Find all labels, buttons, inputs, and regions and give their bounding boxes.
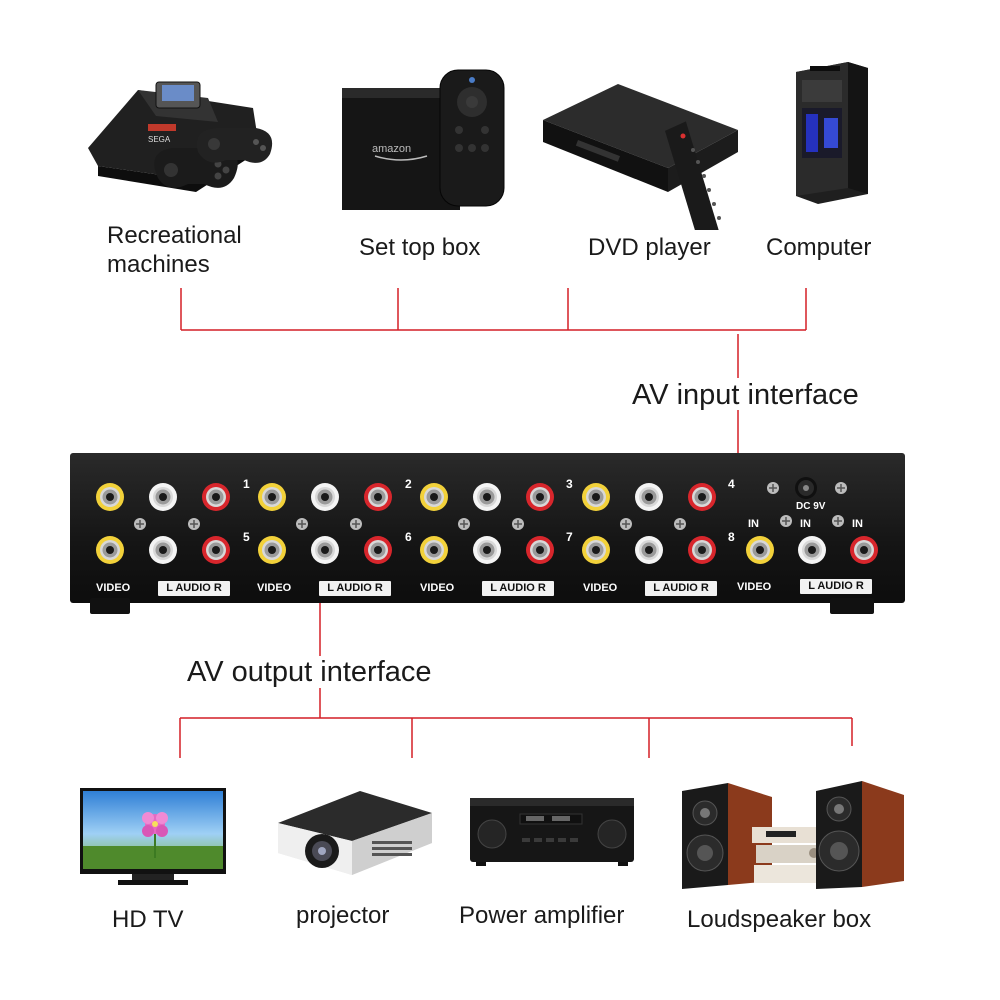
rca-output-3-left[interactable] bbox=[473, 483, 501, 511]
rca-output-2-right[interactable] bbox=[364, 483, 392, 511]
device-label-dvd-player: DVD player bbox=[588, 234, 711, 261]
in-label-video: IN bbox=[748, 518, 759, 530]
port-number-4: 4 bbox=[728, 477, 735, 491]
panel-foot-right bbox=[830, 598, 874, 614]
device-label-loudspeaker-box: Loudspeaker box bbox=[687, 906, 872, 933]
video-label-3: VIDEO bbox=[420, 582, 455, 594]
rca-output-5-video[interactable] bbox=[96, 536, 124, 564]
port-number-1: 1 bbox=[243, 477, 250, 491]
video-label-2: VIDEO bbox=[257, 582, 292, 594]
dvd-player-image bbox=[543, 84, 738, 230]
sega-console-image: SEGA bbox=[88, 81, 273, 192]
video-label-4: VIDEO bbox=[583, 582, 618, 594]
rca-output-8-left[interactable] bbox=[635, 536, 663, 564]
device-label-power-amplifier: Power amplifier bbox=[459, 902, 625, 929]
rca-output-8-right[interactable] bbox=[688, 536, 716, 564]
panel-screw-input-1 bbox=[780, 515, 792, 527]
port-number-3: 3 bbox=[566, 477, 573, 491]
rca-output-5-right[interactable] bbox=[202, 536, 230, 564]
device-label-projector: projector bbox=[296, 902, 390, 929]
rca-output-1-right[interactable] bbox=[202, 483, 230, 511]
rca-output-7-left[interactable] bbox=[473, 536, 501, 564]
audio-label-1: L AUDIO R bbox=[158, 581, 230, 596]
rca-output-3-right[interactable] bbox=[526, 483, 554, 511]
power-amplifier-image bbox=[470, 798, 634, 866]
panel-screw-8 bbox=[674, 518, 686, 530]
projector-image bbox=[278, 791, 432, 875]
rca-output-2-left[interactable] bbox=[311, 483, 339, 511]
rca-output-7-right[interactable] bbox=[526, 536, 554, 564]
in-label-right: IN bbox=[852, 518, 863, 530]
rca-output-7-video[interactable] bbox=[420, 536, 448, 564]
rca-output-3-video[interactable] bbox=[420, 483, 448, 511]
port-number-5: 5 bbox=[243, 530, 250, 544]
port-number-8: 8 bbox=[728, 530, 735, 544]
av-switch-rear-panel bbox=[70, 453, 905, 603]
in-label-left: IN bbox=[800, 518, 811, 530]
panel-screw-2 bbox=[188, 518, 200, 530]
rca-output-6-right[interactable] bbox=[364, 536, 392, 564]
panel-screw-1 bbox=[134, 518, 146, 530]
rca-output-1-video[interactable] bbox=[96, 483, 124, 511]
rca-output-8-video[interactable] bbox=[582, 536, 610, 564]
rca-output-6-left[interactable] bbox=[311, 536, 339, 564]
dc-9v-label: DC 9V bbox=[796, 501, 826, 512]
panel-screw-input-2 bbox=[832, 515, 844, 527]
audio-label-4: L AUDIO R bbox=[645, 581, 717, 596]
rca-input-left[interactable] bbox=[798, 536, 826, 564]
audio-label-2: L AUDIO R bbox=[319, 581, 391, 596]
av-output-interface-label: AV output interface bbox=[187, 656, 432, 688]
panel-screw-3 bbox=[296, 518, 308, 530]
port-number-2: 2 bbox=[405, 477, 412, 491]
video-label-input: VIDEO bbox=[737, 581, 772, 593]
dc-power-jack[interactable] bbox=[795, 477, 817, 499]
computer-image bbox=[796, 62, 868, 204]
audio-label-3: L AUDIO R bbox=[482, 581, 554, 596]
audio-label-input: L AUDIO R bbox=[800, 579, 872, 594]
device-label-computer: Computer bbox=[766, 234, 872, 261]
sega-logo-text: SEGA bbox=[148, 135, 171, 144]
amazon-logo-text: amazon bbox=[372, 143, 411, 155]
panel-screw-dc-left bbox=[767, 482, 779, 494]
device-label-set-top-box: Set top box bbox=[359, 234, 481, 261]
rca-output-4-video[interactable] bbox=[582, 483, 610, 511]
panel-screw-dc-right bbox=[835, 482, 847, 494]
port-number-7: 7 bbox=[566, 530, 573, 544]
rca-output-2-video[interactable] bbox=[258, 483, 286, 511]
panel-foot-left bbox=[90, 598, 130, 614]
rca-output-6-video[interactable] bbox=[258, 536, 286, 564]
rca-output-4-left[interactable] bbox=[635, 483, 663, 511]
panel-screw-4 bbox=[350, 518, 362, 530]
port-number-6: 6 bbox=[405, 530, 412, 544]
panel-screw-6 bbox=[512, 518, 524, 530]
set-top-box-image: amazon bbox=[342, 69, 505, 210]
device-label-hd-tv: HD TV bbox=[112, 906, 184, 933]
video-label-1: VIDEO bbox=[96, 582, 131, 594]
loudspeaker-box-image bbox=[682, 781, 904, 889]
rca-output-1-left[interactable] bbox=[149, 483, 177, 511]
av-input-interface-label: AV input interface bbox=[632, 379, 859, 411]
panel-screw-5 bbox=[458, 518, 470, 530]
rca-output-5-left[interactable] bbox=[149, 536, 177, 564]
rca-input-right[interactable] bbox=[850, 536, 878, 564]
device-label-recreational: Recreational machines bbox=[107, 222, 242, 278]
hd-tv-image bbox=[80, 788, 226, 885]
rca-output-4-right[interactable] bbox=[688, 483, 716, 511]
rca-input-video[interactable] bbox=[746, 536, 774, 564]
panel-screw-7 bbox=[620, 518, 632, 530]
